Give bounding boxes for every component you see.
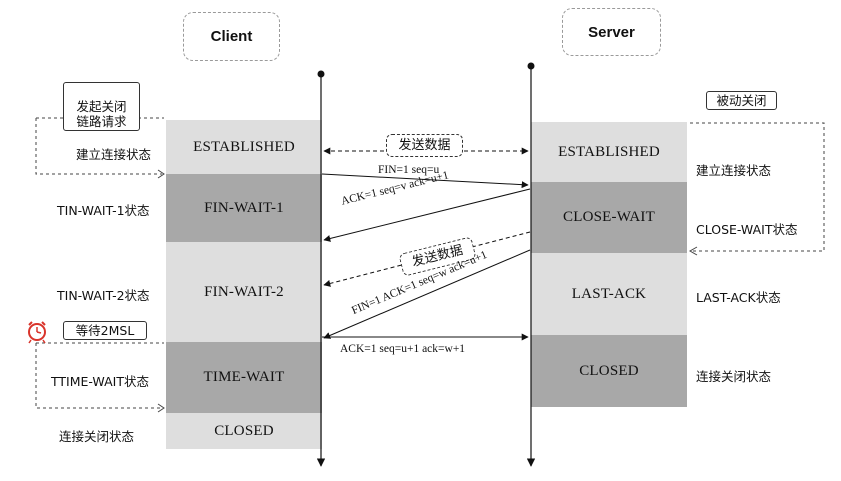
client-label-established: 建立连接状态 — [76, 147, 152, 162]
client-state-fin-wait-1: FIN-WAIT-1 — [166, 174, 322, 242]
server-bracket-passive — [690, 122, 825, 252]
client-state-time-wait: TIME-WAIT — [166, 342, 322, 413]
msg-ack2: ACK=1 seq=u+1 ack=w+1 — [340, 343, 466, 355]
client-state-closed: CLOSED — [166, 413, 322, 449]
server-state-closed: CLOSED — [531, 335, 687, 407]
client-label-time-wait: TTIME-WAIT状态 — [51, 374, 149, 389]
client-state-fin-wait-2: FIN-WAIT-2 — [166, 242, 322, 342]
server-label-last-ack: LAST-ACK状态 — [696, 290, 781, 305]
server-state-established: ESTABLISHED — [531, 122, 687, 182]
note-wait-2msl: 等待2MSL — [63, 321, 147, 340]
arrow-fin2 — [323, 249, 531, 339]
arrow-fin1 — [321, 173, 529, 189]
client-timeline — [316, 70, 326, 467]
client-label-fin-wait-1: TIN-WAIT-1状态 — [57, 203, 150, 218]
client-label-closed: 连接关闭状态 — [59, 429, 135, 444]
server-label-close-wait: CLOSE-WAIT状态 — [696, 222, 798, 237]
server-title: Server — [562, 8, 661, 56]
client-bracket-initiate — [35, 118, 162, 175]
server-timeline — [526, 62, 536, 467]
msg-fin1: FIN=1 seq=u — [378, 164, 440, 176]
msg-send-data-1: 发送数据 — [386, 134, 463, 157]
alarm-clock-icon — [28, 321, 46, 344]
client-title: Client — [183, 12, 280, 61]
client-label-fin-wait-2: TIN-WAIT-2状态 — [57, 288, 150, 303]
server-state-close-wait: CLOSE-WAIT — [531, 182, 687, 253]
server-label-established: 建立连接状态 — [696, 163, 772, 178]
server-label-closed: 连接关闭状态 — [696, 369, 772, 384]
client-state-established: ESTABLISHED — [166, 120, 322, 174]
arrow-ack1 — [323, 188, 531, 242]
server-state-last-ack: LAST-ACK — [531, 253, 687, 335]
note-passive-close: 被动关闭 — [706, 91, 777, 110]
note-initiate-close: 发起关闭 链路请求 — [63, 82, 140, 131]
